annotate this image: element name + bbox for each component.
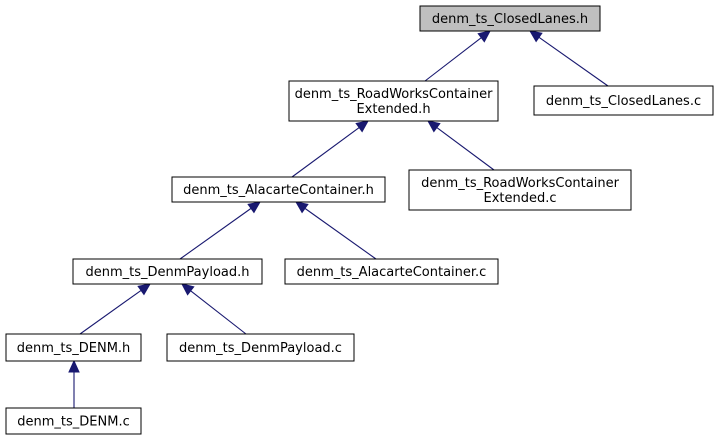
node-label-line: denm_ts_DENM.c [17,415,129,430]
arrow-head-icon [477,30,491,43]
node-label-line: denm_ts_AlacarteContainer.h [183,183,374,198]
node-label-line: denm_ts_DenmPayload.c [179,341,342,356]
edge-line [190,290,247,335]
edge-closed-lanes-c-to-closed-lanes-h [529,30,609,87]
edge-alacarte-c-to-alacarte-h [295,201,377,260]
node-label-line: denm_ts_DENM.h [17,341,131,356]
node-box [408,169,632,211]
arrow-head-icon [137,283,151,296]
node-denm-h[interactable]: denm_ts_DENM.h [5,333,142,362]
edge-roadworks-ext-c-to-roadworks-ext-h [427,120,495,171]
node-box [5,407,142,435]
edge-line [436,127,495,171]
node-box [533,85,714,116]
node-box [419,5,601,32]
node-label-line: denm_ts_RoadWorksContainer [295,87,494,102]
edge-line [79,289,142,335]
node-alacarte-h[interactable]: denm_ts_AlacarteContainer.h [171,176,386,203]
edge-alacarte-h-to-roadworks-ext-h [291,120,369,178]
node-denm-c[interactable]: denm_ts_DENM.c [5,407,142,435]
node-label-line: denm_ts_ClosedLanes.h [432,12,588,27]
arrow-head-icon [181,283,195,296]
edge-denm-payload-h-to-alacarte-h [179,201,261,260]
node-box [166,333,355,362]
node-denm-payload-c[interactable]: denm_ts_DenmPayload.c [166,333,355,362]
edge-denm-h-to-denm-payload-h [79,283,151,335]
edge-line [304,207,377,260]
node-box [5,333,142,362]
edge-roadworks-ext-h-to-closed-lanes-h [424,30,491,82]
arrow-head-icon [355,120,369,133]
node-box [72,258,263,285]
edge-line [538,36,609,87]
node-label-line: denm_ts_ClosedLanes.c [546,94,701,109]
node-label-line: denm_ts_AlacarteContainer.c [297,265,487,280]
edge-line [424,37,482,82]
edge-line [291,127,360,178]
edge-denm-payload-c-to-denm-payload-h [181,283,247,335]
node-label-line: denm_ts_DenmPayload.h [85,265,249,280]
node-closed-lanes-c[interactable]: denm_ts_ClosedLanes.c [533,85,714,116]
edge-line [179,207,252,260]
node-box [171,176,386,203]
node-label-line: denm_ts_RoadWorksContainer [421,176,620,191]
node-box [284,258,499,285]
edges-layer [68,30,609,408]
nodes-layer: denm_ts_ClosedLanes.h denm_ts_RoadWorksCo… [5,5,714,435]
node-label-line: Extended.c [483,191,556,206]
arrow-head-icon [427,120,441,133]
node-label-line: Extended.h [356,102,430,117]
arrow-head-icon [529,30,543,43]
node-closed-lanes-h[interactable]: denm_ts_ClosedLanes.h [419,5,601,32]
node-denm-payload-h[interactable]: denm_ts_DenmPayload.h [72,258,263,285]
edge-denm-c-to-denm-h [68,359,80,408]
arrow-head-icon [247,201,261,214]
node-alacarte-c[interactable]: denm_ts_AlacarteContainer.c [284,258,499,285]
node-box [288,80,499,122]
arrow-head-icon [295,201,309,214]
arrow-head-icon [68,359,80,373]
